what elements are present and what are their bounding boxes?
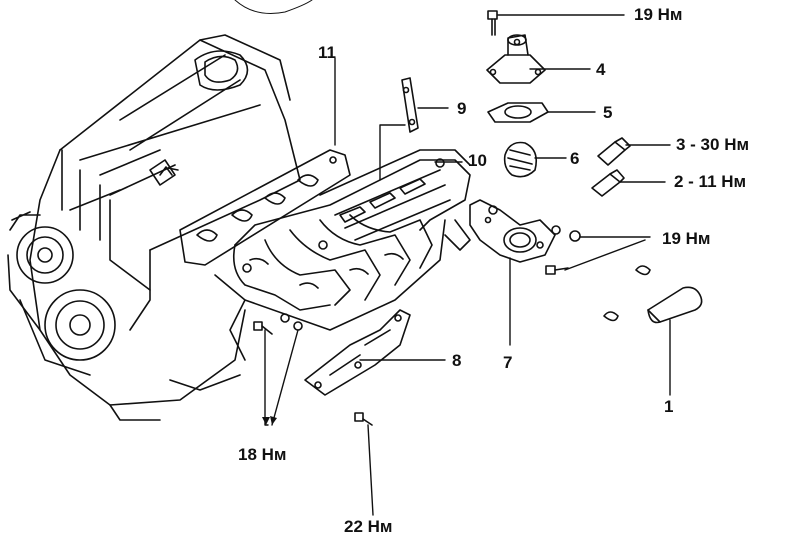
scan-edge-arc [234, 0, 313, 14]
part-number-7: 7 [503, 353, 513, 372]
gasket-5 [487, 102, 549, 123]
washer-left [280, 313, 290, 323]
bolt-left [253, 321, 273, 335]
torque-label-right: 19 Нм [662, 229, 711, 248]
torque-label-sensor-3: 3 - 30 Нм [676, 135, 750, 154]
thermostat-housing-4 [486, 34, 546, 84]
sensor-3 [597, 137, 631, 166]
bracket-9 [401, 77, 419, 133]
torque-label-bottom: 22 Нм [344, 517, 393, 536]
bolt-bottom [354, 412, 373, 426]
intake-gasket-11 [179, 149, 351, 266]
washer [569, 230, 581, 242]
bolt-throttle [545, 265, 569, 275]
part-number-1: 1 [664, 397, 674, 416]
thermostat-6 [503, 141, 538, 178]
hose-1 [603, 265, 703, 324]
throttle-body-7 [469, 199, 556, 263]
sensor-2 [591, 169, 625, 197]
part-number-5: 5 [603, 103, 613, 122]
part-number-4: 4 [596, 60, 606, 79]
torque-label-left: 18 Нм [238, 445, 287, 464]
intake-manifold-10 [232, 149, 471, 331]
part-number-10: 10 [468, 151, 487, 170]
nut-left [293, 321, 303, 331]
part-number-6: 6 [570, 149, 580, 168]
leader-arrowheads [262, 416, 277, 425]
bolt-top [487, 10, 498, 36]
torque-label-sensor-2: 2 - 11 Нм [674, 172, 747, 191]
stay-bracket-8 [304, 309, 411, 396]
engine-block [7, 34, 301, 421]
leader-lines [264, 14, 671, 516]
torque-label-top: 19 Нм [634, 5, 683, 24]
part-number-8: 8 [452, 351, 462, 370]
part-number-9: 9 [457, 99, 467, 118]
part-number-11: 11 [318, 43, 336, 62]
nut [551, 225, 561, 235]
